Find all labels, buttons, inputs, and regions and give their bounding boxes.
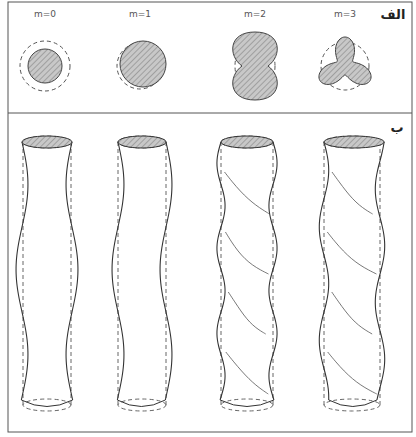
twist-line <box>332 172 373 214</box>
unperturbed-outline <box>221 399 273 411</box>
twist-line <box>327 232 376 274</box>
mode-label: m=3 <box>334 10 356 19</box>
cross-section <box>28 49 62 83</box>
unperturbed-outline <box>20 41 70 91</box>
cross-section-cap <box>22 136 72 148</box>
twist-line <box>332 292 372 334</box>
perturbed-outline <box>217 142 225 400</box>
perturbed-outline <box>220 400 274 407</box>
perturbed-outline <box>269 142 277 400</box>
twist-line <box>228 292 265 334</box>
perturbed-outline <box>329 400 377 407</box>
perturbed-outline <box>375 142 384 400</box>
unperturbed-outline <box>118 399 166 411</box>
perturbed-outline <box>66 142 78 400</box>
frame <box>8 2 412 432</box>
unperturbed-outline <box>23 399 71 411</box>
perturbed-outline <box>319 142 328 400</box>
divider <box>8 113 412 114</box>
panel-label: الف <box>381 8 406 21</box>
unperturbed-outline <box>23 136 71 148</box>
perturbed-outline <box>160 142 172 400</box>
unperturbed-outline <box>221 136 273 148</box>
twist-line <box>226 352 268 394</box>
unperturbed-outline <box>118 136 166 148</box>
cross-section <box>120 41 166 87</box>
panel-label: ب <box>390 121 403 134</box>
unperturbed-outline <box>118 142 119 405</box>
cross-section <box>319 37 371 84</box>
unperturbed-outline <box>71 142 72 405</box>
cross-section-cap <box>324 136 384 148</box>
mode-label: m=1 <box>129 10 151 19</box>
cross-section <box>233 32 278 100</box>
perturbed-outline <box>21 400 72 407</box>
twist-line <box>225 172 270 214</box>
perturbed-outline <box>16 142 28 400</box>
mode-label: m=0 <box>34 10 56 19</box>
perturbed-outline <box>117 400 165 407</box>
perturbed-outline <box>112 142 124 400</box>
unperturbed-outline <box>23 142 24 405</box>
unperturbed-outline <box>166 142 167 405</box>
cross-section-cap <box>221 136 273 148</box>
cross-section-cap <box>118 136 166 148</box>
twist-line <box>225 232 268 274</box>
mode-label: m=2 <box>244 10 266 19</box>
unperturbed-outline <box>324 399 380 411</box>
twist-line <box>328 352 377 394</box>
